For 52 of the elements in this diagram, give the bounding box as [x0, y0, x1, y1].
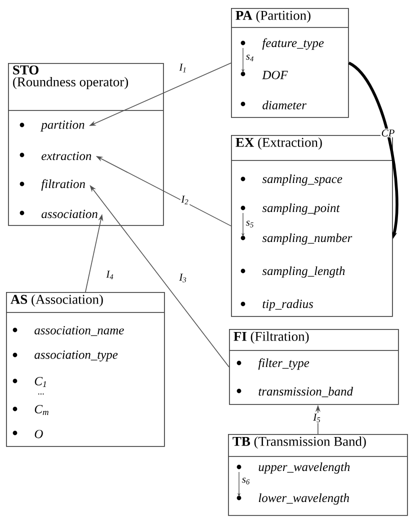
edge-label: I$_{3}$	[178, 272, 188, 284]
node-label: transmission_band	[258, 386, 354, 398]
attribute-item: transmission_band	[236, 386, 354, 398]
attribute-item: O	[12, 430, 43, 438]
node-label: upper_wavelength	[258, 462, 350, 474]
attribute-item: diameter	[240, 100, 306, 110]
attribute-item: association_type	[12, 350, 118, 362]
node-label: DOF	[262, 70, 288, 80]
edge-label: I$_{4}$	[105, 270, 115, 280]
edge-label: CP	[380, 128, 396, 138]
attribute-item: sampling_point	[240, 203, 340, 215]
node-label: filtration	[41, 179, 85, 191]
attribute-item: association	[20, 210, 98, 218]
attribute-item: feature_type	[240, 38, 324, 50]
node-label: sampling_number	[262, 233, 352, 245]
attribute-item: sampling_space	[240, 174, 342, 186]
node-label: O	[34, 430, 43, 438]
attribute-item: extraction	[20, 152, 92, 160]
attribute-item: lower_wavelength	[236, 493, 349, 505]
edge-label: I$_{2}$	[180, 194, 190, 206]
attribute-item: C$_{1}$	[12, 376, 46, 388]
node-label: association_type	[34, 350, 118, 362]
node-label: sampling_space	[262, 174, 342, 186]
attribute-item: partition	[20, 120, 84, 132]
node-label: sampling_length	[262, 266, 345, 278]
attribute-item: DOF	[240, 70, 288, 80]
attribute-item: tip_radius	[240, 299, 314, 311]
node-label: association	[42, 210, 98, 218]
node-label: tip_radius	[262, 299, 314, 311]
node-label: partition	[40, 120, 84, 132]
attribute-item: sampling_length	[240, 266, 345, 278]
attribute-item: upper_wavelength	[236, 462, 350, 474]
edge-label: s$_{6}$	[241, 476, 251, 486]
edge-label: s$_{4}$	[245, 54, 255, 62]
attribute-item: association_name	[12, 326, 124, 336]
node-label: extraction	[42, 152, 92, 160]
node-label: C$_{m}$	[34, 404, 48, 416]
ellipsis: ...	[38, 393, 44, 395]
node-label: sampling_point	[262, 203, 340, 215]
attribute-item: sampling_number	[240, 233, 352, 245]
edge-label: I$_{5}$	[312, 412, 322, 424]
attribute-item: C$_{m}$	[12, 404, 48, 416]
edge-label: I$_{1}$	[178, 62, 188, 74]
edge-label: s$_{5}$	[245, 220, 255, 228]
attribute-item: filtration	[20, 179, 85, 191]
node-label: lower_wavelength	[258, 493, 349, 505]
node-label: feature_type	[262, 38, 324, 50]
attribute-item: filter_type	[236, 358, 310, 370]
node-label: C$_{1}$	[34, 376, 46, 388]
node-label: diameter	[262, 100, 306, 110]
node-label: filter_type	[258, 358, 310, 370]
node-label: association_name	[34, 326, 124, 336]
